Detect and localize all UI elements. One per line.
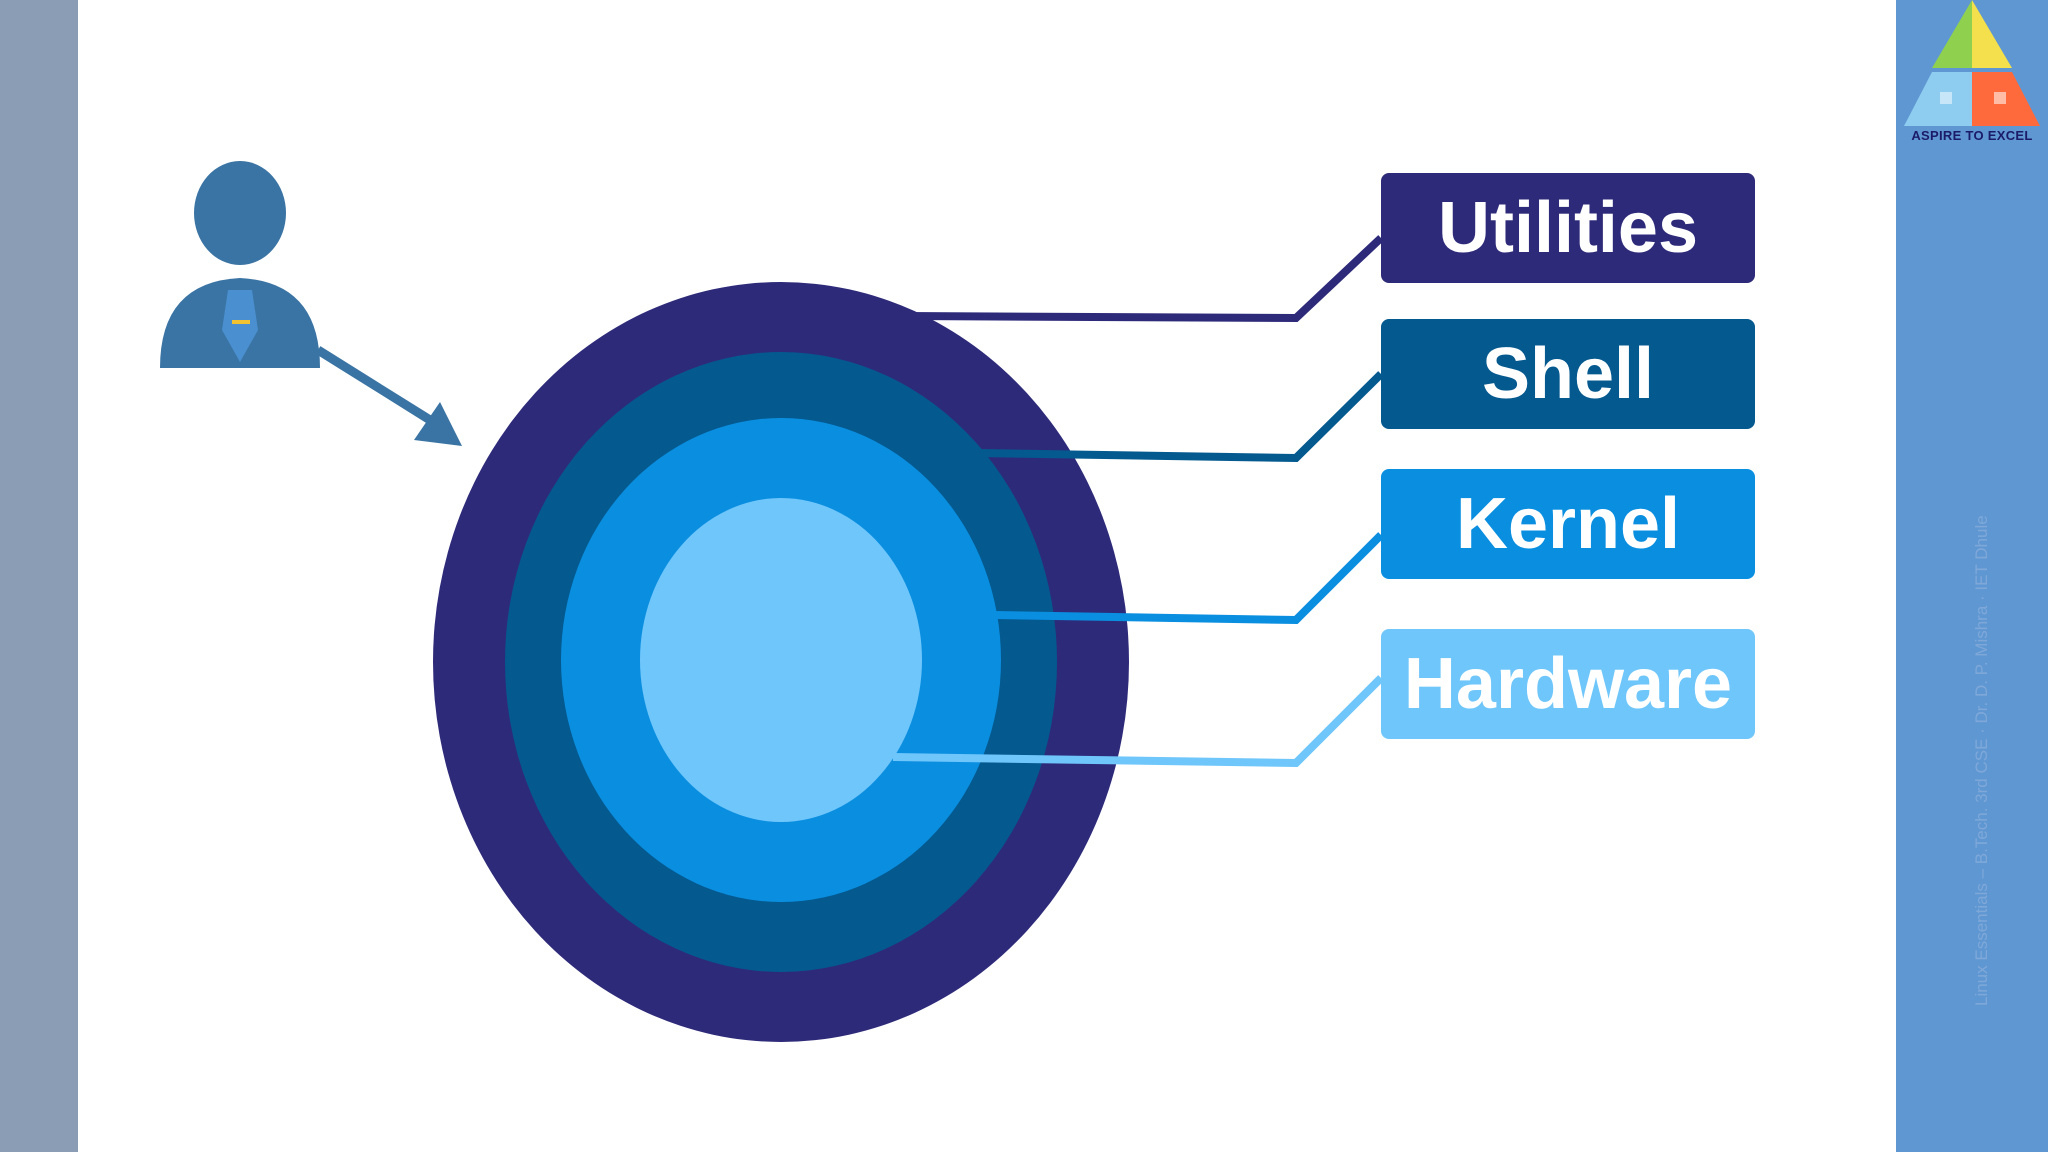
logo-green-triangle (1932, 0, 1972, 68)
right-panel (1896, 0, 2048, 1152)
utilities-connector (904, 235, 1384, 323)
logo-yellow-triangle (1972, 0, 2012, 68)
hardware-label-text: Hardware (1403, 644, 1733, 724)
shell-label: Shell (1381, 319, 1755, 429)
logo-icon (1904, 0, 2040, 126)
hardware-core (640, 498, 922, 822)
shell-connector (977, 371, 1384, 463)
side-watermark: Linux Essentials – B.Tech. 3rd CSE · Dr.… (1972, 515, 1991, 1006)
utilities-label: Utilities (1381, 173, 1755, 283)
hardware-connector (892, 675, 1384, 768)
shell-label-text: Shell (1481, 334, 1655, 414)
kernel-connector (994, 532, 1384, 625)
kernel-label-text: Kernel (1455, 484, 1681, 564)
arrow-icon (315, 346, 462, 446)
hardware-label: Hardware (1381, 629, 1755, 739)
logo-text: ASPIRE TO EXCEL (1911, 128, 2033, 143)
kernel-label: Kernel (1381, 469, 1755, 579)
logo-blue-quad (1904, 72, 1972, 126)
left-border (0, 0, 78, 1152)
utilities-label-text: Utilities (1437, 188, 1699, 268)
user-icon (160, 161, 320, 368)
